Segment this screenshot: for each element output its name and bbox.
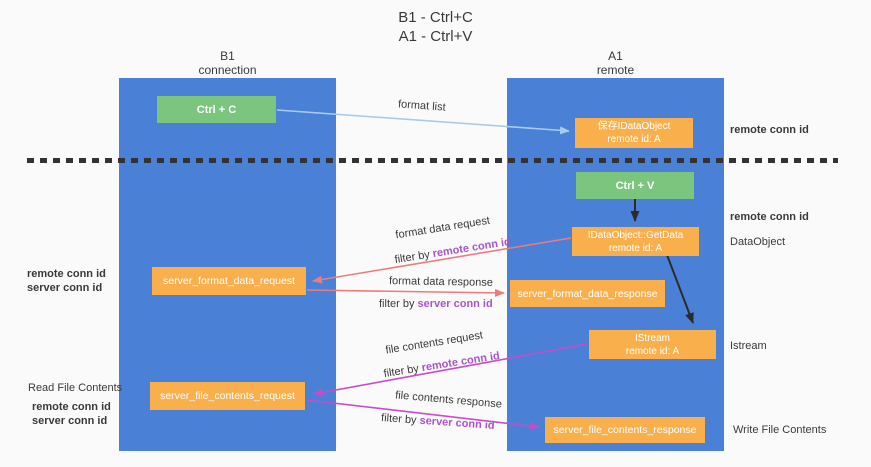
node-ctrl-v: Ctrl + V — [576, 172, 694, 199]
server-conn-id-text: server conn id — [419, 414, 495, 432]
left-server-conn-id-1: server conn id — [27, 282, 103, 294]
node-idataobject-getdata: IDataObject::GetData remote id: A — [572, 227, 699, 256]
dataobject-annotation: DataObject — [730, 236, 786, 248]
server-format-data-response-label: server_format_data_response — [517, 287, 658, 300]
lane-b1-role: connection — [198, 63, 257, 77]
format-data-request-label: format data request — [394, 214, 491, 242]
lane-a1-name: A1 — [608, 49, 623, 63]
filter-by-server-conn-id-label-1: filter by server conn id — [379, 298, 493, 310]
session-separator-dashed-line — [27, 158, 838, 163]
format-data-response-label: format data response — [388, 275, 494, 289]
istream-line2: remote id: A — [625, 345, 680, 357]
lane-header-a1: A1 remote — [507, 49, 724, 77]
node-server-format-data-request: server_format_data_request — [152, 267, 306, 295]
node-server-format-data-response: server_format_data_response — [510, 280, 665, 307]
lane-header-b1: B1 connection — [119, 49, 336, 77]
left-remote-conn-id-1: remote conn id — [27, 268, 106, 280]
save-idataobject-line2: remote id: A — [607, 134, 661, 145]
left-remote-conn-id-2: remote conn id — [32, 401, 111, 413]
read-file-contents-annotation: Read File Contents — [28, 382, 123, 394]
node-server-file-contents-request: server_file_contents_request — [150, 382, 305, 410]
filter-by-text: filter by — [393, 248, 434, 267]
node-ctrl-c: Ctrl + C — [157, 96, 276, 123]
lane-a1-role: remote — [596, 63, 635, 77]
filter-by-text: filter by — [382, 362, 423, 381]
getdata-line1: IDataObject::GetData — [587, 229, 684, 241]
title-line-1: B1 - Ctrl+C — [398, 9, 473, 26]
format-list-label: format list — [397, 98, 447, 114]
server-format-data-request-label: server_format_data_request — [163, 275, 295, 287]
node-server-file-contents-response: server_file_contents_response — [545, 417, 705, 443]
filter-by-text: filter by — [380, 412, 420, 427]
server-file-contents-response-label: server_file_contents_response — [553, 424, 697, 436]
istream-line1: IStream — [634, 332, 670, 344]
title-line-2: A1 - Ctrl+V — [398, 28, 473, 45]
filter-by-server-conn-id-label-2: filter by server conn id — [381, 412, 495, 432]
right-remote-conn-id-1: remote conn id — [730, 124, 809, 136]
left-server-conn-id-2: server conn id — [32, 415, 108, 427]
filter-by-remote-conn-id-label-1: filter by remote conn id — [394, 236, 512, 266]
node-istream: IStream remote id: A — [589, 330, 716, 359]
remote-conn-id-text: remote conn id — [420, 349, 501, 375]
filter-by-text: filter by — [379, 298, 418, 310]
save-idataobject-line1: 保存IDataObject — [597, 121, 671, 132]
lane-b1-name: B1 — [220, 49, 235, 63]
server-file-contents-request-label: server_file_contents_request — [160, 390, 295, 402]
format-data-response-arrow — [306, 288, 505, 297]
node-save-idataobject: 保存IDataObject remote id: A — [575, 118, 693, 148]
remote-conn-id-text: remote conn id — [431, 235, 512, 261]
file-contents-request-label: file contents request — [384, 329, 484, 357]
right-remote-conn-id-2: remote conn id — [730, 211, 809, 223]
file-contents-response-label: file contents response — [394, 389, 503, 411]
write-file-contents-annotation: Write File Contents — [733, 424, 827, 436]
ctrl-v-label: Ctrl + V — [615, 179, 655, 192]
server-conn-id-text: server conn id — [417, 298, 493, 310]
istream-annotation: Istream — [730, 340, 767, 352]
diagram-title: B1 - Ctrl+C A1 - Ctrl+V — [0, 8, 871, 46]
getdata-line2: remote id: A — [608, 242, 663, 254]
ctrl-c-label: Ctrl + C — [196, 103, 237, 116]
